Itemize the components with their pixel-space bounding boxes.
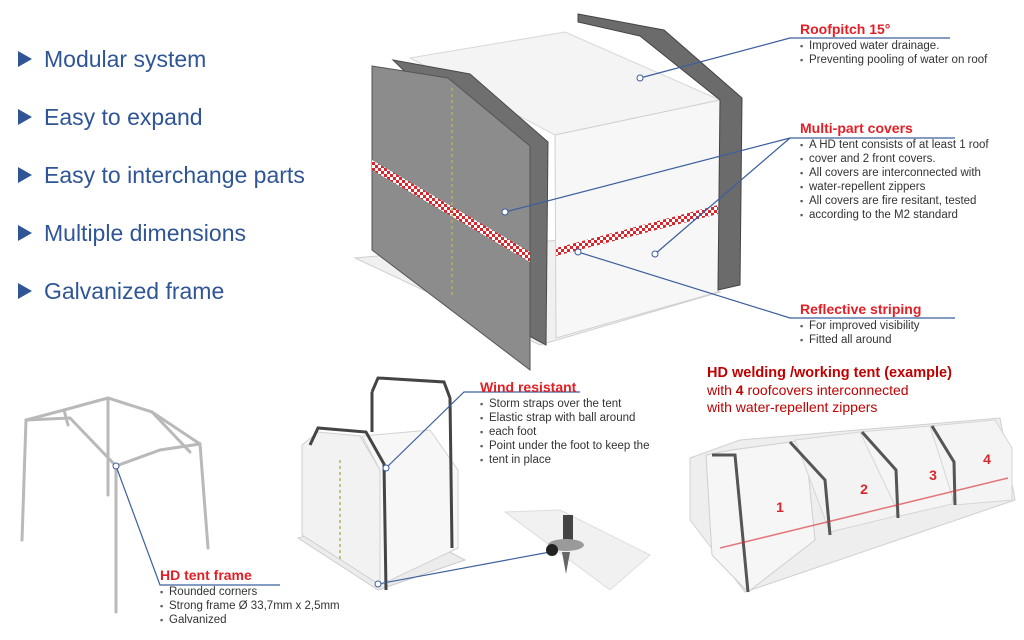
example-caption: HD welding /working tent (example) with … bbox=[707, 365, 952, 416]
callout-title: Wind resistant bbox=[480, 379, 577, 395]
callout-title: HD tent frame bbox=[160, 567, 252, 583]
callout-item: Galvanized bbox=[160, 613, 340, 627]
long-tent-illustration bbox=[689, 417, 1016, 593]
example-line-3: with water-repellent zippers bbox=[707, 399, 878, 415]
callout-item: For improved visibility bbox=[800, 319, 921, 333]
feature-item: Multiple dimensions bbox=[18, 204, 305, 262]
feature-item: Galvanized frame bbox=[18, 262, 305, 320]
main-tent-illustration bbox=[353, 13, 743, 372]
callout-roofpitch: Roofpitch 15° Improved water drainage. P… bbox=[800, 22, 987, 67]
right-side-panel bbox=[554, 99, 721, 339]
callout-item: according to the M2 standard bbox=[800, 208, 989, 222]
callout-list: Improved water drainage. Preventing pool… bbox=[800, 39, 987, 67]
example-line-2: with 4 roofcovers interconnected bbox=[707, 382, 952, 399]
rear-frame-arch bbox=[577, 13, 743, 291]
section-number-3: 3 bbox=[929, 467, 937, 483]
callout-item: All covers are fire resitant, tested bbox=[800, 194, 989, 208]
section-number-1: 1 bbox=[776, 499, 784, 515]
callout-wind: Wind resistant Storm straps over the ten… bbox=[480, 380, 649, 467]
arrow-right-icon bbox=[18, 109, 32, 125]
callout-item: Preventing pooling of water on roof bbox=[800, 53, 987, 67]
callout-title: Reflective striping bbox=[800, 301, 922, 317]
callout-list: A HD tent consists of at least 1 roof co… bbox=[800, 138, 989, 222]
callout-frame: HD tent frame Rounded corners Strong fra… bbox=[160, 568, 340, 627]
feature-item: Easy to expand bbox=[18, 88, 305, 146]
callout-item: Fitted all around bbox=[800, 333, 921, 347]
reflective-stripe-front bbox=[372, 160, 530, 262]
callout-item: each foot bbox=[480, 425, 649, 439]
feature-label: Easy to interchange parts bbox=[44, 161, 305, 188]
reflective-stripe-side bbox=[556, 205, 718, 256]
callout-item: Storm straps over the tent bbox=[480, 397, 649, 411]
example-count: 4 bbox=[735, 382, 744, 398]
callout-title: Multi-part covers bbox=[800, 120, 913, 136]
wind-leaders bbox=[374, 391, 580, 588]
callout-item: All covers are interconnected with bbox=[800, 166, 989, 180]
callout-covers: Multi-part covers A HD tent consists of … bbox=[800, 121, 989, 222]
section-number-2: 2 bbox=[860, 481, 868, 497]
feature-list: Modular system Easy to expand Easy to in… bbox=[18, 30, 305, 320]
arrow-right-icon bbox=[18, 167, 32, 183]
feature-label: Multiple dimensions bbox=[44, 219, 246, 246]
callout-item: Strong frame Ø 33,7mm x 2,5mm bbox=[160, 599, 340, 613]
feature-item: Modular system bbox=[18, 30, 305, 88]
callout-item: A HD tent consists of at least 1 roof bbox=[800, 138, 989, 152]
arrow-right-icon bbox=[18, 51, 32, 67]
callout-item: Elastic strap with ball around bbox=[480, 411, 649, 425]
example-line-2-post: roofcovers interconnected bbox=[743, 382, 909, 398]
tent-frame-illustration bbox=[20, 396, 210, 614]
wind-tent-illustration bbox=[296, 376, 467, 591]
callout-item: Point under the foot to keep the bbox=[480, 439, 649, 453]
arrow-right-icon bbox=[18, 225, 32, 241]
callout-item: tent in place bbox=[480, 453, 649, 467]
section-number-4: 4 bbox=[983, 451, 991, 467]
example-title: HD welding /working tent (example) bbox=[707, 365, 952, 381]
callout-item: cover and 2 front covers. bbox=[800, 152, 989, 166]
callout-list: Storm straps over the tent Elastic strap… bbox=[480, 397, 649, 467]
callout-item: Improved water drainage. bbox=[800, 39, 987, 53]
callout-title: Roofpitch 15° bbox=[800, 21, 891, 37]
callout-item: water-repellent zippers bbox=[800, 180, 989, 194]
feature-label: Galvanized frame bbox=[44, 277, 225, 304]
feature-label: Modular system bbox=[44, 45, 207, 72]
feature-label: Easy to expand bbox=[44, 103, 203, 130]
example-line-2-pre: with bbox=[707, 382, 736, 398]
callout-list: Rounded corners Strong frame Ø 33,7mm x … bbox=[160, 585, 340, 627]
callout-list: For improved visibility Fitted all aroun… bbox=[800, 319, 921, 347]
callout-striping: Reflective striping For improved visibil… bbox=[800, 302, 921, 347]
arrow-right-icon bbox=[18, 283, 32, 299]
feature-item: Easy to interchange parts bbox=[18, 146, 305, 204]
callout-item: Rounded corners bbox=[160, 585, 340, 599]
foot-detail-illustration bbox=[503, 509, 651, 591]
